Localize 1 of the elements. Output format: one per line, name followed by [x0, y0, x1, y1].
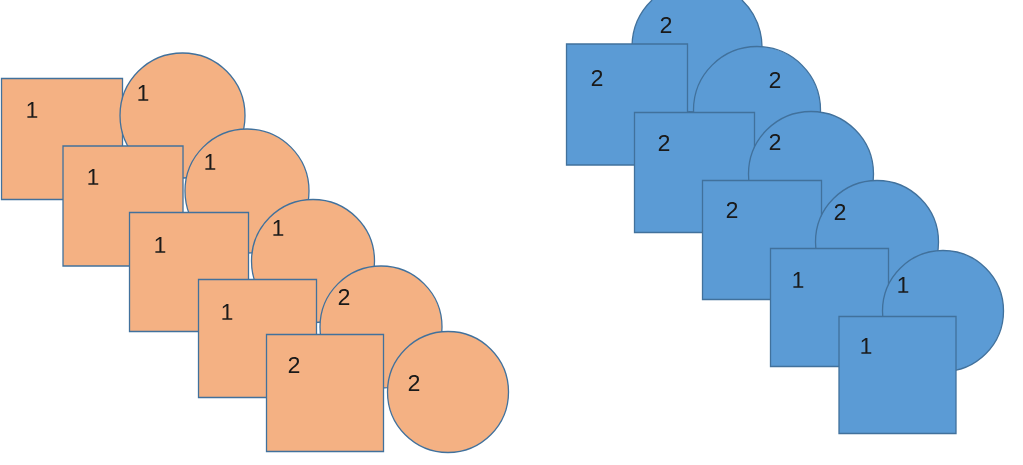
node-label: 2 — [660, 16, 672, 33]
